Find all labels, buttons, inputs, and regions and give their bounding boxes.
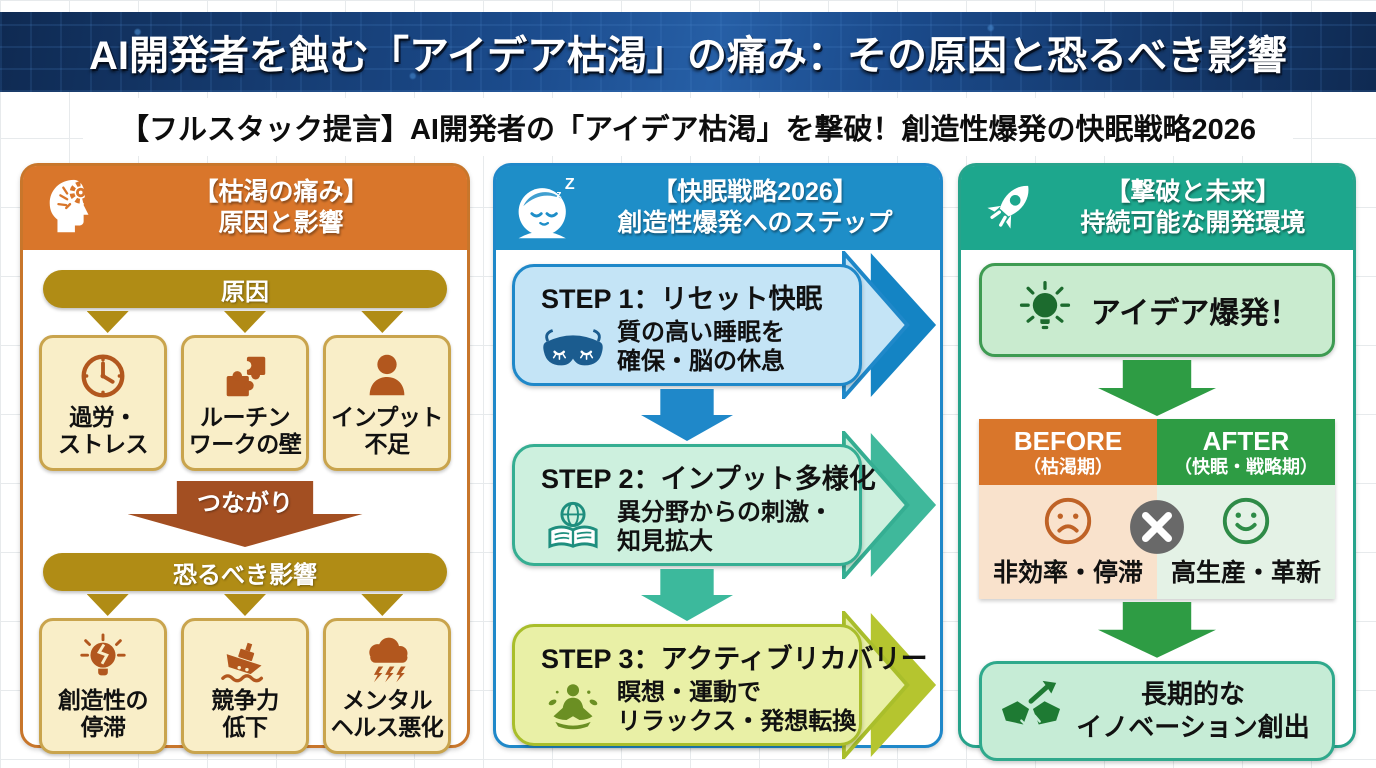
before-header: BEFORE （枯渇期） (979, 419, 1157, 485)
before-after-table: BEFORE （枯渇期） AFTER （快眠・戦略期） 非効率・停滞 (979, 419, 1335, 599)
down-arrow-icon (223, 594, 266, 616)
handshake-growth-icon (998, 678, 1064, 743)
step-1-row: STEP 1：リセット快眠 質の高い睡眠を 確保・脳の休息 (512, 251, 937, 399)
down-arrow-icon (641, 389, 733, 441)
cause-cards: 過労・ ストレス (39, 335, 451, 471)
lightbulb-icon (1015, 278, 1075, 343)
page-title: AI開発者を蝕む「アイデア枯渇」の痛み：その原因と恐るべき影響 (89, 34, 1287, 78)
effects-arrows (39, 594, 451, 616)
effect-card: メンタル ヘルス悪化 (323, 618, 451, 754)
down-arrow-icon (361, 594, 404, 616)
effect-card: 競争力 低下 (181, 618, 309, 754)
head-gears-icon (39, 173, 105, 243)
pain-column-header: 【枯渇の痛み】 原因と影響 (23, 166, 467, 250)
down-arrow-icon (361, 311, 404, 333)
svg-text:z: z (556, 190, 561, 201)
strategy-column-title: 【快眠戦略2026】 創造性爆発へのステップ (617, 177, 893, 237)
outcome-box: 長期的な イノベーション創出 (979, 660, 1335, 761)
puzzle-icon (218, 348, 272, 404)
idea-box: アイデア爆発！ (979, 263, 1335, 357)
cause-card-label: ルーチン ワークの壁 (188, 403, 302, 457)
future-column-title: 【撃破と未来】 持続可能な開発環境 (1080, 177, 1306, 237)
cause-card-label: 過労・ ストレス (58, 403, 149, 457)
cause-card: インプット 不足 (323, 335, 451, 471)
effect-card-label: 創造性の 停滞 (58, 686, 149, 740)
idea-label: アイデア爆発！ (1090, 297, 1300, 330)
down-arrow-icon (86, 311, 129, 333)
sinking-ship-icon (217, 631, 273, 687)
down-arrow-icon (641, 569, 733, 621)
cause-card-label: インプット 不足 (331, 403, 443, 457)
after-header: AFTER （快眠・戦略期） (1157, 419, 1335, 485)
effect-card-label: メンタル ヘルス悪化 (330, 686, 444, 740)
causes-label: 原因 (43, 270, 447, 308)
connector-arrow: つながり (127, 481, 363, 547)
sleeping-face-icon: Z z (512, 173, 580, 243)
outcome-label: 長期的な イノベーション創出 (1076, 679, 1310, 742)
down-arrow-icon (1098, 601, 1216, 658)
down-arrow-icon (86, 594, 129, 616)
strategy-column: Z z 【快眠戦略2026】 創造性爆発へのステップ STEP 1：リセット快眠 (493, 163, 943, 759)
clock-icon (76, 348, 130, 404)
sad-face-icon (979, 493, 1157, 549)
main-header: AI開発者を蝕む「アイデア枯渇」の痛み：その原因と恐るべき影響 (0, 12, 1376, 92)
down-arrow-icon (1098, 360, 1216, 416)
step-1-desc: 質の高い睡眠を 確保・脳の休息 (617, 319, 785, 376)
strategy-column-header: Z z 【快眠戦略2026】 創造性爆発へのステップ (496, 166, 940, 250)
x-mark-icon (1128, 498, 1186, 556)
step-2-box: STEP 2：インプット多様化 異分野からの刺激・ (512, 444, 876, 566)
causes-arrows (39, 311, 451, 333)
future-column-header: 【撃破と未来】 持続可能な開発環境 (961, 166, 1353, 250)
effects-label: 恐るべき影響 (43, 553, 447, 591)
step-2-desc: 異分野からの刺激・ 知見拡大 (617, 499, 833, 556)
broken-bulb-icon (76, 631, 130, 687)
after-cell: 高生産・革新 (1157, 484, 1335, 599)
effect-card: 創造性の 停滞 (39, 618, 167, 754)
down-arrow-icon (223, 311, 266, 333)
step-3-desc: 瞑想・運動で リラックス・発想転換 (617, 679, 857, 736)
cause-card: 過労・ ストレス (39, 335, 167, 471)
effect-cards: 創造性の 停滞 (39, 618, 451, 754)
pain-column: 【枯渇の痛み】 原因と影響 原因 (20, 163, 470, 754)
pain-column-title: 【枯渇の痛み】 原因と影響 (193, 177, 369, 237)
meditation-icon (541, 681, 605, 733)
step-1-box: STEP 1：リセット快眠 質の高い睡眠を 確保・脳の休息 (512, 264, 862, 386)
rocket-icon (977, 173, 1043, 243)
future-column: 【撃破と未来】 持続可能な開発環境 アイデア爆発！ (958, 163, 1356, 761)
smiley-face-icon (1157, 493, 1335, 549)
person-icon (360, 348, 414, 404)
effect-card-label: 競争力 低下 (211, 686, 279, 740)
step-3-row: STEP 3：アクティブリカバリー (512, 611, 937, 759)
cause-card: ルーチン ワークの壁 (181, 335, 309, 471)
globe-book-icon (541, 501, 605, 553)
step-2-row: STEP 2：インプット多様化 異分野からの刺激・ (512, 431, 937, 579)
before-cell: 非効率・停滞 (979, 484, 1157, 599)
step-3-box: STEP 3：アクティブリカバリー (512, 624, 928, 746)
storm-cloud-icon (360, 631, 414, 687)
page-subtitle: 【フルスタック提言】AI開発者の「アイデア枯渇」を撃破！創造性爆発の快眠戦略20… (119, 114, 1257, 146)
sleep-mask-icon (541, 321, 605, 373)
subtitle-band: 【フルスタック提言】AI開発者の「アイデア枯渇」を撃破！創造性爆発の快眠戦略20… (83, 98, 1293, 156)
svg-text:Z: Z (565, 175, 575, 193)
